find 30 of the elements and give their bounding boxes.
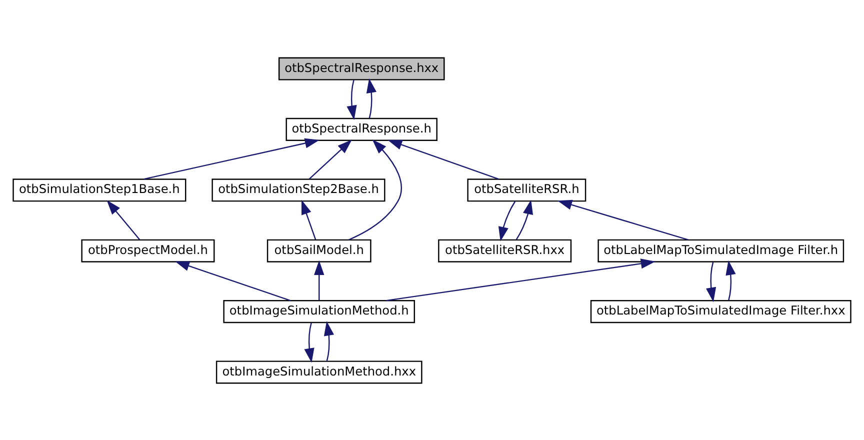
arrow: [106, 200, 140, 240]
node-box: otbSatelliteRSR.h: [467, 178, 586, 202]
arrow: [324, 320, 334, 361]
arrow: [314, 260, 324, 300]
arrow: [301, 199, 316, 240]
node-box: otbProspectModel.h: [81, 238, 215, 262]
arrow: [346, 80, 357, 120]
arrow: [387, 139, 500, 180]
arrow: [557, 199, 688, 240]
arrow: [366, 78, 376, 118]
arrow: [516, 199, 533, 240]
node-box: otbImageSimulationMethod.hxx: [216, 360, 422, 384]
arrow: [143, 138, 320, 180]
arrow: [498, 200, 516, 241]
arrow: [174, 260, 291, 301]
node-box: otbSpectralResponse.hxx: [278, 56, 445, 80]
arrow: [706, 262, 716, 302]
node-box: otbSatelliteRSR.hxx: [438, 238, 572, 262]
arrow: [308, 139, 352, 179]
node-box: otbLabelMapToSimulatedImage Filter.hxx: [590, 300, 852, 323]
node-box: otbSpectralResponse.h: [286, 117, 438, 140]
node-box: otbSailModel.h: [266, 238, 372, 262]
node-box: otbSimulationStep2Base.h: [212, 178, 386, 202]
arrow: [348, 139, 402, 240]
node-box: otbLabelMapToSimulatedImage Filter.h: [598, 238, 844, 262]
node-box: otbImageSimulationMethod.h: [223, 300, 415, 323]
arrow: [386, 258, 656, 301]
node-box: otbSimulationStep1Base.h: [12, 178, 186, 202]
arrow: [304, 322, 314, 362]
arrow: [726, 260, 736, 300]
